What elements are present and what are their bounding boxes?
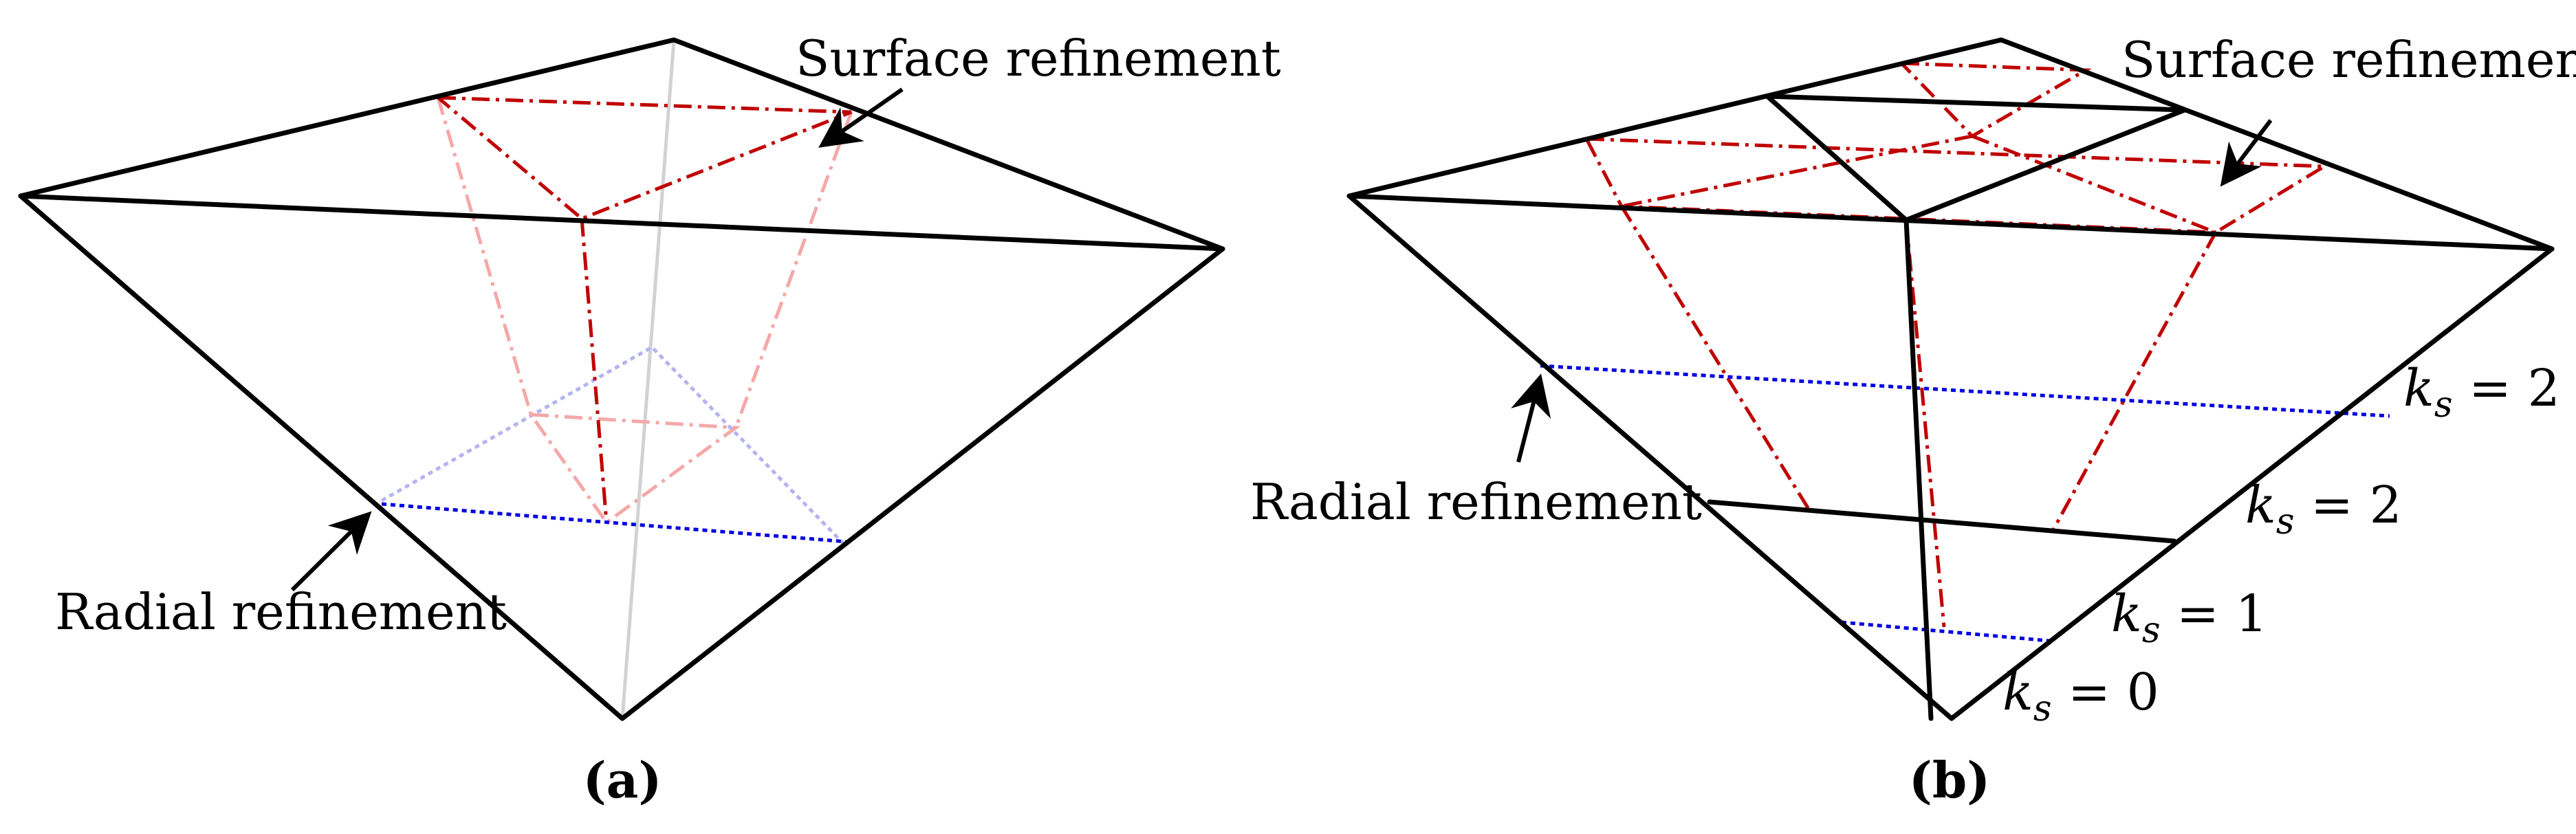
panel-a: Surface refinement Radial refinement (a) <box>18 30 1281 809</box>
hidden-back-edge <box>620 39 676 719</box>
hidden-radial-refinement <box>380 344 847 547</box>
pyramid-edges <box>1346 37 2555 721</box>
level-label-k2: ks = 2 <box>2245 476 2402 542</box>
radial-refinement-line <box>381 502 848 544</box>
surface-refinement-label: Surface refinement <box>2121 31 2576 89</box>
surface-refinement-arrow <box>818 87 904 148</box>
level-label-k1: ks = 1 <box>2111 584 2268 651</box>
pyramid-edges <box>18 37 1225 721</box>
level-label-k2-top: ks = 2 <box>2403 359 2560 426</box>
surface-refinement-label: Surface refinement <box>796 30 1281 87</box>
radial-refinement-label: Radial refinement <box>55 583 507 641</box>
surface-refinement-lines <box>1584 61 2331 628</box>
panel-b-caption: (b) <box>1909 751 1990 809</box>
radial-refinement-arrow <box>290 511 372 592</box>
surface-refinement-arrow <box>2220 119 2273 187</box>
surface-refinement-lines <box>437 96 852 523</box>
level-label-k0: ks = 0 <box>2002 663 2159 729</box>
panel-b: Surface refinement Radial refinement ks … <box>1250 31 2576 809</box>
radial-refinement-label: Radial refinement <box>1250 473 1702 531</box>
radial-refinement-lines <box>1540 364 2390 643</box>
hidden-surface-refinement <box>436 97 853 525</box>
radial-refinement-arrow <box>1511 373 1551 463</box>
panel-a-caption: (a) <box>583 751 662 809</box>
